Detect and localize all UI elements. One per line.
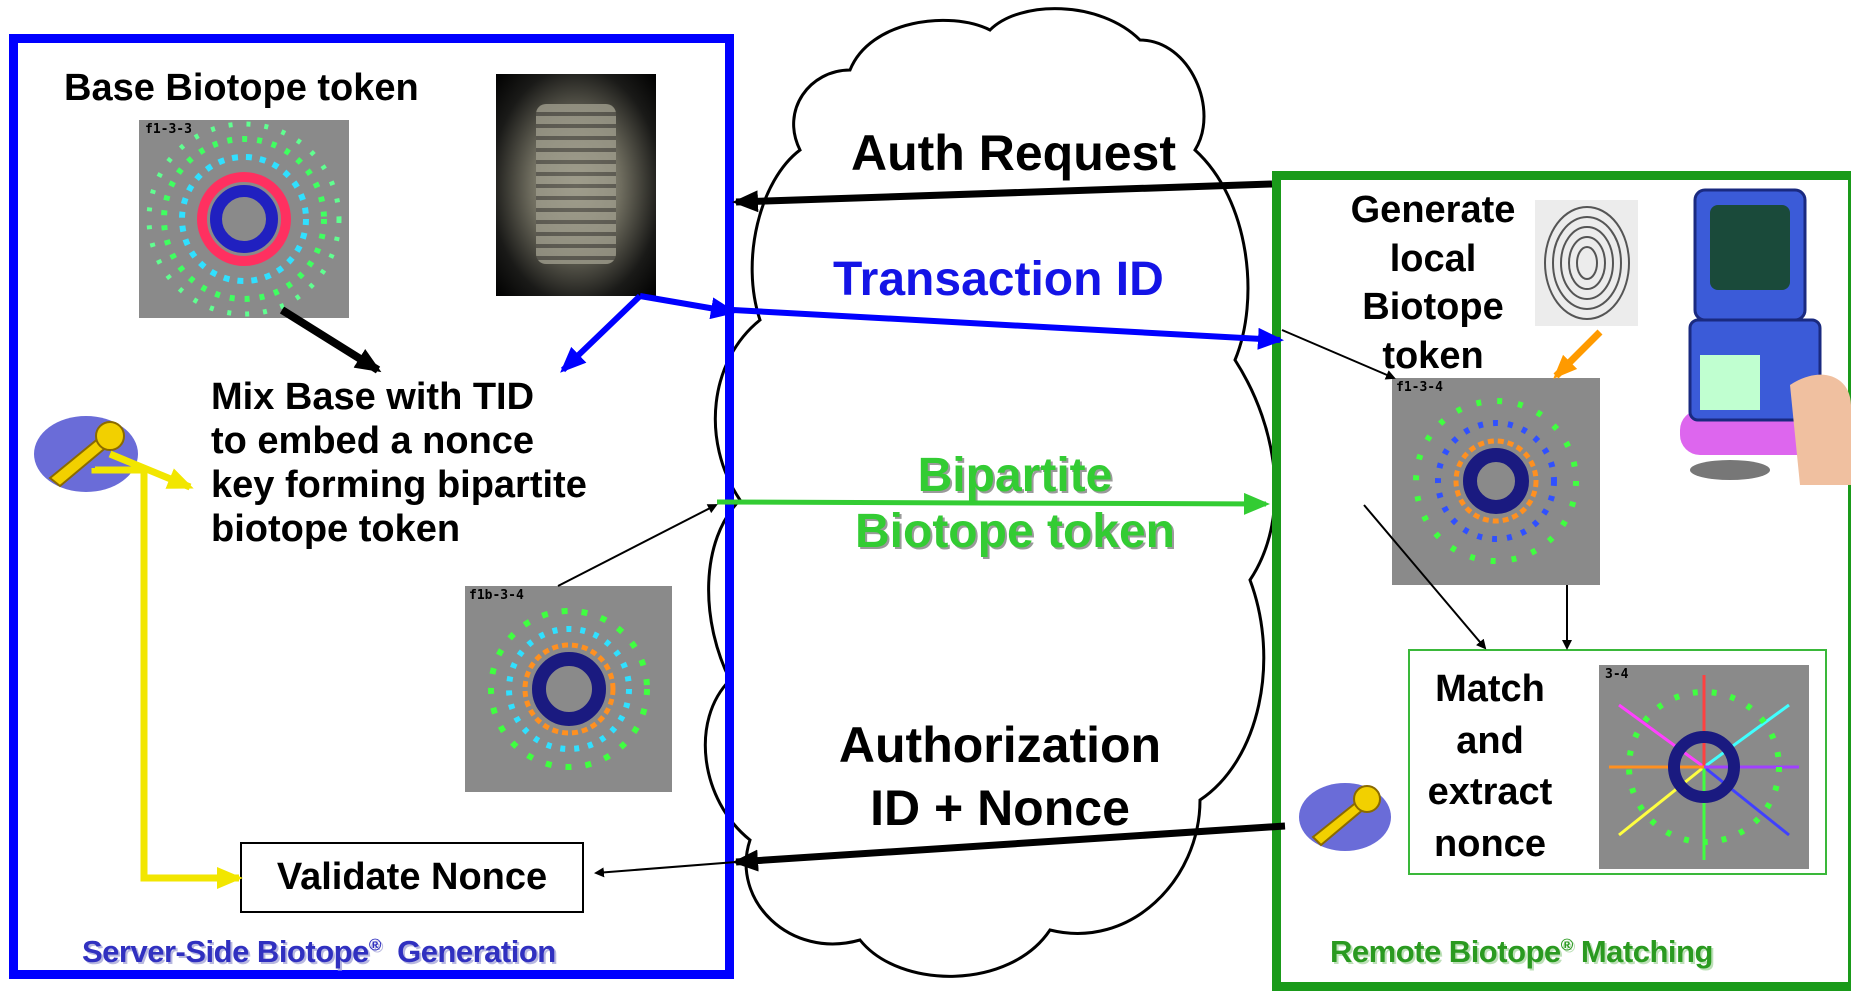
server-side-title: Server-Side Biotope® Generation <box>82 934 556 969</box>
computer-scanner-icon <box>1650 185 1851 485</box>
server-rack-image <box>496 74 656 296</box>
validate-nonce-box: Validate Nonce <box>240 842 584 913</box>
bipartite-thumb-label: f1b-3-4 <box>469 588 524 603</box>
server-side-panel <box>9 34 734 979</box>
remote-matching-title: Remote Biotope® Matching <box>1330 934 1713 969</box>
fingerprint-image <box>1535 200 1638 326</box>
generate-local-label: Generate local Biotope token <box>1350 189 1516 377</box>
match-thumb-label: 3-4 <box>1605 667 1629 682</box>
match-extract-label: Match and extract nonce <box>1427 668 1553 866</box>
key-icon <box>30 408 142 498</box>
bipartite-label: Bipartite Biotope token <box>855 449 1175 558</box>
base-biotope-image: f1-3-3 <box>139 120 349 318</box>
base-biotope-label: Base Biotope token <box>64 67 419 109</box>
mix-instructions: Mix Base with TID to embed a nonce key f… <box>211 376 587 551</box>
validate-nonce-label: Validate Nonce <box>276 856 548 899</box>
match-result-image: 3-4 <box>1599 665 1809 869</box>
authorization-label: Authorization ID + Nonce <box>838 717 1162 836</box>
remote-matching-panel <box>1272 171 1851 991</box>
transaction-id-label: Transaction ID <box>833 253 1164 306</box>
local-biotope-image: f1-3-4 <box>1392 378 1600 585</box>
base-thumb-label: f1-3-3 <box>145 122 192 137</box>
key-icon <box>1295 775 1395 855</box>
bipartite-biotope-image: f1b-3-4 <box>465 586 672 792</box>
local-thumb-label: f1-3-4 <box>1396 380 1443 395</box>
auth-request-label: Auth Request <box>851 125 1176 181</box>
